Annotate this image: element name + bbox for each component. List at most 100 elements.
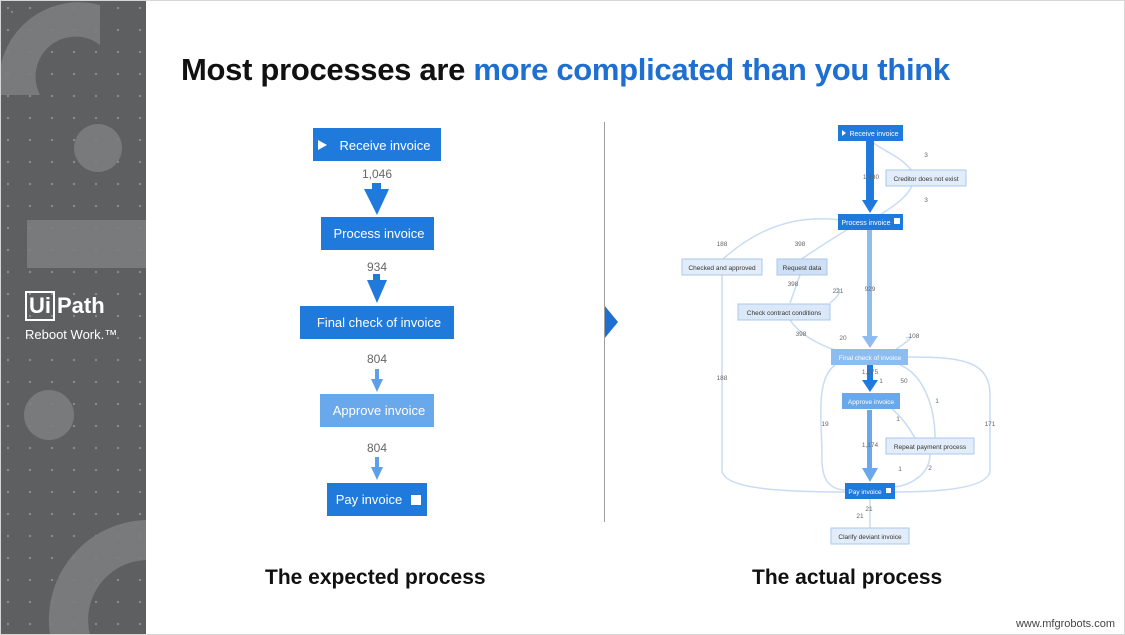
sidebar-dot — [138, 490, 142, 494]
sidebar-dot — [50, 446, 54, 450]
sidebar-dot — [138, 72, 142, 76]
sidebar-dot — [116, 358, 120, 362]
sidebar-dot — [6, 556, 10, 560]
actual-process-caption: The actual process — [752, 566, 943, 589]
sidebar-dot — [28, 182, 32, 186]
main-flow-shaft — [867, 365, 873, 383]
sidebar-dot — [28, 204, 32, 208]
sidebar-dot — [116, 600, 120, 604]
sidebar-dot — [116, 424, 120, 428]
sidebar-dot — [138, 314, 142, 318]
expected-arrow-3-head — [371, 379, 383, 392]
sidebar-dot — [116, 204, 120, 208]
sidebar-dot — [50, 138, 54, 142]
sidebar-dot — [116, 182, 120, 186]
sidebar-dot — [6, 6, 10, 10]
sidebar-dot — [72, 402, 76, 406]
sidebar-dot — [6, 468, 10, 472]
expected-arrow-1-head — [364, 189, 389, 215]
node-request-data — [776, 258, 828, 276]
expected-process-flow: Receive invoice Process invoice Final ch… — [300, 128, 454, 516]
node-label: Receive invoice — [849, 131, 898, 138]
expected-step-label: Approve invoice — [333, 403, 426, 418]
edge-count: 21 — [856, 513, 864, 520]
section-divider — [604, 122, 605, 522]
sidebar-dot — [6, 380, 10, 384]
sidebar-dot — [28, 578, 32, 582]
edge-count: 1,880 — [863, 174, 880, 181]
sidebar-dot — [138, 424, 142, 428]
sidebar-dot — [94, 50, 98, 54]
sidebar-dot — [6, 512, 10, 516]
sidebar-dot — [6, 182, 10, 186]
sidebar-dot — [50, 468, 54, 472]
sidebar-dot — [72, 380, 76, 384]
sidebar-dot — [94, 622, 98, 626]
main-flow-arrowhead — [862, 380, 878, 392]
expected-step-approve-invoice — [320, 394, 434, 427]
sidebar-dot — [94, 204, 98, 208]
sidebar-dot — [138, 94, 142, 98]
edge — [789, 274, 801, 304]
edge — [721, 218, 841, 261]
sidebar-dot — [116, 490, 120, 494]
expected-arrow-4-shaft — [375, 457, 379, 470]
sidebar-dot — [6, 534, 10, 538]
sidebar-dot — [94, 116, 98, 120]
sidebar: Ui Path Reboot Work.™ — [0, 0, 146, 635]
sidebar-dot — [28, 292, 32, 296]
edge-count: 21 — [865, 506, 873, 513]
sidebar-dot — [72, 270, 76, 274]
end-square-icon — [886, 488, 891, 493]
node-label: Process invoice — [841, 220, 890, 227]
node-pay-invoice — [845, 483, 895, 499]
sidebar-dot — [6, 578, 10, 582]
sidebar-dot — [50, 270, 54, 274]
expected-step-label: Pay invoice — [336, 492, 402, 507]
edge-count: 398 — [796, 331, 807, 338]
edge-count: 1,175 — [862, 369, 879, 376]
sidebar-dot — [116, 270, 120, 274]
sidebar-dot — [94, 600, 98, 604]
node-label: Clarify deviant invoice — [838, 534, 902, 541]
sidebar-dot — [28, 116, 32, 120]
sidebar-dot — [138, 160, 142, 164]
sidebar-dot — [28, 534, 32, 538]
sidebar-dot — [6, 28, 10, 32]
node-checked-approved — [681, 258, 763, 276]
expected-arrow-2-shaft — [373, 274, 380, 282]
sidebar-dot — [50, 358, 54, 362]
expected-step-process-invoice — [321, 217, 434, 250]
sidebar-dot — [6, 160, 10, 164]
expected-arrow-1-shaft — [372, 183, 381, 191]
watermark: www.mfgrobots.com — [1015, 618, 1115, 630]
logo-tagline: Reboot Work.™ — [25, 327, 118, 342]
sidebar-dot — [50, 578, 54, 582]
sidebar-dot — [72, 160, 76, 164]
edge — [789, 319, 836, 351]
sidebar-dot — [6, 402, 10, 406]
sidebar-dot — [94, 72, 98, 76]
sidebar-dot — [28, 622, 32, 626]
edge — [829, 287, 841, 304]
expected-arrow-2-head — [367, 280, 387, 303]
sidebar-dot — [116, 116, 120, 120]
sidebar-dot — [94, 336, 98, 340]
sidebar-dot — [94, 358, 98, 362]
edge — [820, 364, 847, 491]
sidebar-dot — [72, 490, 76, 494]
main-flow-arrowhead — [862, 468, 878, 482]
sidebar-dot — [94, 446, 98, 450]
sidebar-dot — [28, 270, 32, 274]
sidebar-dot — [50, 160, 54, 164]
sidebar-dot — [138, 204, 142, 208]
expected-arrow-3-shaft — [375, 369, 379, 382]
edge-count: 19 — [821, 421, 829, 428]
sidebar-dot — [138, 270, 142, 274]
sidebar-dot — [138, 358, 142, 362]
sidebar-dot — [50, 490, 54, 494]
main-flow-arrowhead — [862, 200, 878, 213]
sidebar-dot — [50, 116, 54, 120]
edge-count: 188 — [717, 241, 728, 248]
